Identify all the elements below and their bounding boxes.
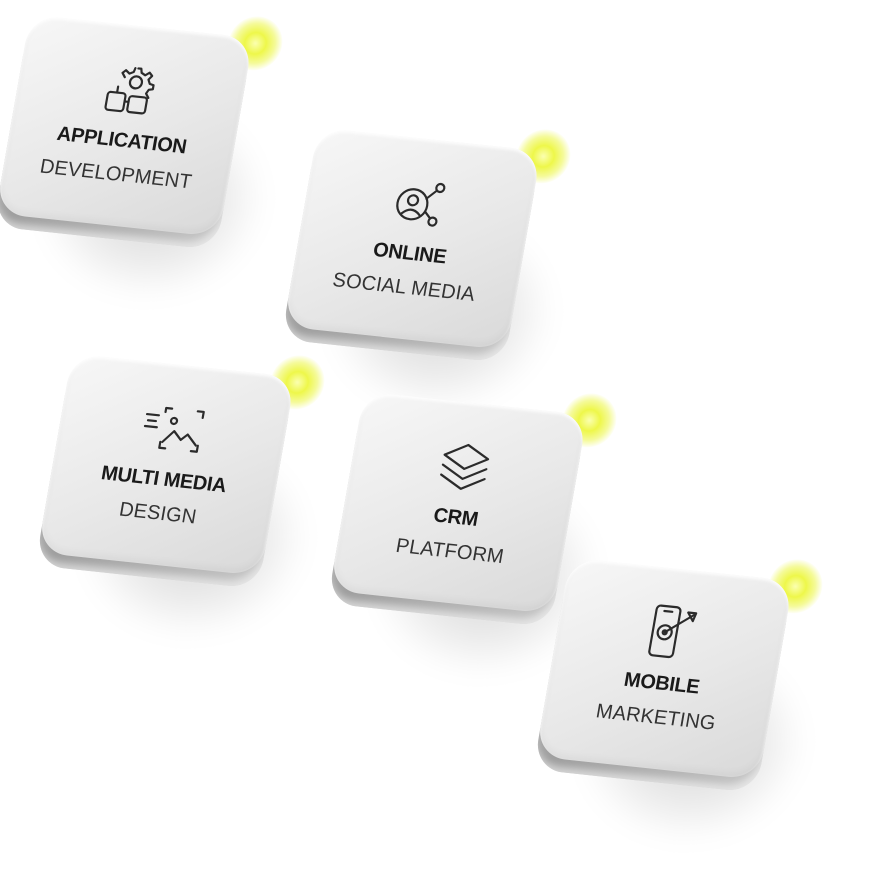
tile-face: APPLICATION DEVELOPMENT (0, 14, 254, 237)
gear-puzzle-icon (96, 57, 166, 123)
tile-crm-platform[interactable]: CRM PLATFORM (327, 390, 621, 688)
tile-online-social-media[interactable]: ONLINE SOCIAL MEDIA (281, 126, 575, 424)
tile-application-development[interactable]: APPLICATION DEVELOPMENT (0, 13, 287, 311)
tile-face: MOBILE MARKETING (535, 557, 794, 780)
user-network-icon (384, 170, 454, 236)
phone-target-icon (636, 600, 706, 666)
tile-multi-media-design[interactable]: MULTI MEDIA DESIGN (35, 352, 329, 650)
tile-mobile-marketing[interactable]: MOBILE MARKETING (533, 556, 827, 854)
tile-face: MULTI MEDIA DESIGN (37, 353, 296, 576)
tile-face: CRM PLATFORM (329, 391, 588, 614)
layers-icon (430, 434, 500, 500)
tile-face: ONLINE SOCIAL MEDIA (283, 127, 542, 350)
image-frame-icon (138, 396, 208, 462)
